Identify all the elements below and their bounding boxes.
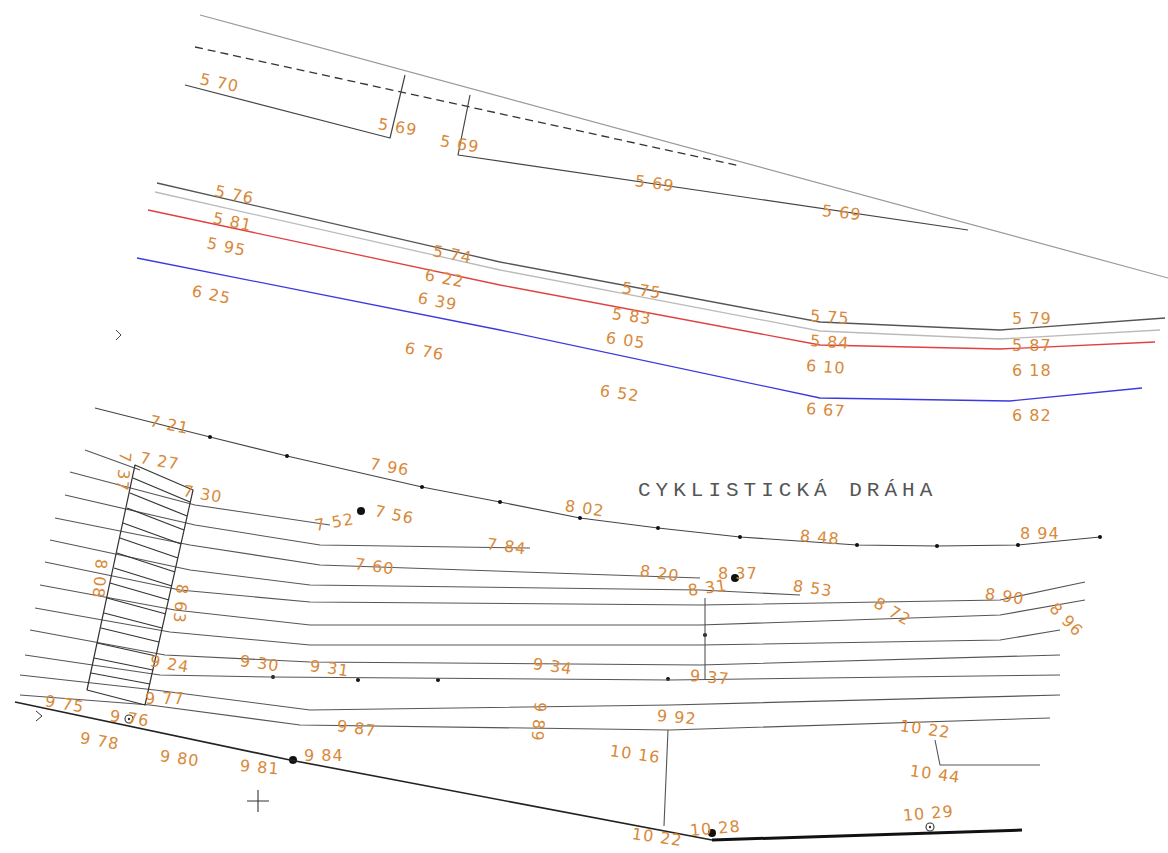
elevation-label: 8 48 xyxy=(799,527,840,548)
elevation-label: 10 28 xyxy=(689,818,741,840)
boundary-line xyxy=(200,15,1168,278)
blue-line xyxy=(137,258,1142,401)
elevation-label: 9 77 xyxy=(145,690,185,708)
elevation-label: 8 08 xyxy=(89,558,110,599)
elevation-label: 6 10 xyxy=(805,357,846,378)
elevation-label: 9 75 xyxy=(43,692,85,717)
mark xyxy=(116,330,121,340)
elevation-label: 9 81 xyxy=(239,757,280,778)
elevation-label: 6 82 xyxy=(1012,407,1052,425)
edge-line xyxy=(155,192,1160,339)
elevation-label: 9 89 xyxy=(528,701,549,742)
elevation-label: 7 21 xyxy=(148,412,191,438)
elevation-label: 7 30 xyxy=(181,482,223,507)
edge-line xyxy=(95,408,1100,546)
red-line xyxy=(148,210,1155,349)
elevation-label: 8 94 xyxy=(1020,525,1060,543)
elevation-label: 8 53 xyxy=(792,577,834,600)
elevation-label: 8 90 xyxy=(984,585,1026,608)
elevation-label: 8 72 xyxy=(871,594,914,629)
elevation-label: 5 69 xyxy=(821,202,862,224)
elevation-label: 6 76 xyxy=(403,339,445,364)
elevation-label: 9 76 xyxy=(109,707,151,730)
elevation-label: 9 31 xyxy=(309,657,351,680)
elevation-label: 5 70 xyxy=(198,70,241,96)
elevation-label: 6 39 xyxy=(416,289,458,314)
elevation-label: 5 69 xyxy=(376,115,418,140)
elevation-label: 5 69 xyxy=(438,132,480,157)
elevation-label: 7 27 xyxy=(138,449,180,474)
elevation-label: 10 16 xyxy=(609,742,662,767)
elevation-label: 9 87 xyxy=(336,717,378,740)
elevation-label: 6 05 xyxy=(605,329,647,352)
elevation-label: 7 56 xyxy=(373,502,416,528)
elevation-label: 5 74 xyxy=(431,242,473,267)
elevation-label: 10 44 xyxy=(909,762,962,787)
elevation-label: 6 22 xyxy=(423,266,465,291)
elevation-label: 9 78 xyxy=(78,729,120,754)
elevation-label: 10 22 xyxy=(899,717,952,742)
elevation-label: 5 83 xyxy=(611,305,653,328)
elevation-label: 7 96 xyxy=(368,455,410,480)
elevation-label: 5 75 xyxy=(621,279,663,302)
elevation-label: 8 31 xyxy=(687,577,729,600)
elevation-label: 5 79 xyxy=(1012,310,1052,328)
elevation-label: 8 96 xyxy=(1046,600,1087,641)
elevation-label: 6 52 xyxy=(599,382,641,405)
elevation-label: 9 30 xyxy=(239,652,281,675)
edge-line xyxy=(15,702,712,840)
elevation-label: 5 84 xyxy=(809,332,850,353)
elevation-label: 8 20 xyxy=(639,562,681,585)
elevation-label: 7 52 xyxy=(313,510,355,535)
edge-line xyxy=(157,183,1165,330)
mark xyxy=(36,711,42,721)
terrain-lines xyxy=(20,450,1085,826)
elevation-label: 9 24 xyxy=(148,652,190,677)
area-label: CYKLISTICKÁ DRÁHA xyxy=(638,479,937,503)
elevation-label: 5 81 xyxy=(211,209,254,235)
edge-line xyxy=(712,830,1022,840)
stairs xyxy=(87,465,193,705)
elevation-label: 6 67 xyxy=(805,400,846,421)
elevation-label: 5 95 xyxy=(205,234,248,260)
edge-line xyxy=(458,95,968,230)
elevation-label: 5 69 xyxy=(634,172,676,195)
elevation-label: 5 76 xyxy=(213,182,256,208)
elevation-label: 7 37 xyxy=(113,451,134,492)
elevation-label: 8 63 xyxy=(170,583,191,624)
elevation-label: 7 84 xyxy=(486,535,528,558)
elevation-label: 5 75 xyxy=(809,307,850,328)
elevation-label: 8 02 xyxy=(564,497,606,520)
elevation-label: 6 18 xyxy=(1012,362,1052,380)
elevation-label: 7 60 xyxy=(354,555,396,578)
elevation-label: 9 84 xyxy=(304,747,344,765)
survey-points xyxy=(208,435,1102,837)
elevation-label: 10 22 xyxy=(631,825,684,850)
elevation-label: 5 87 xyxy=(1012,337,1052,355)
elevation-label: 9 92 xyxy=(656,707,697,728)
elevation-label: 6 25 xyxy=(190,282,233,308)
elevation-label: 9 34 xyxy=(532,655,574,678)
cross-mark xyxy=(247,790,269,812)
elevation-label: 10 29 xyxy=(902,803,954,825)
elevation-label: 9 37 xyxy=(689,667,730,688)
elevation-label: 9 80 xyxy=(159,747,201,770)
